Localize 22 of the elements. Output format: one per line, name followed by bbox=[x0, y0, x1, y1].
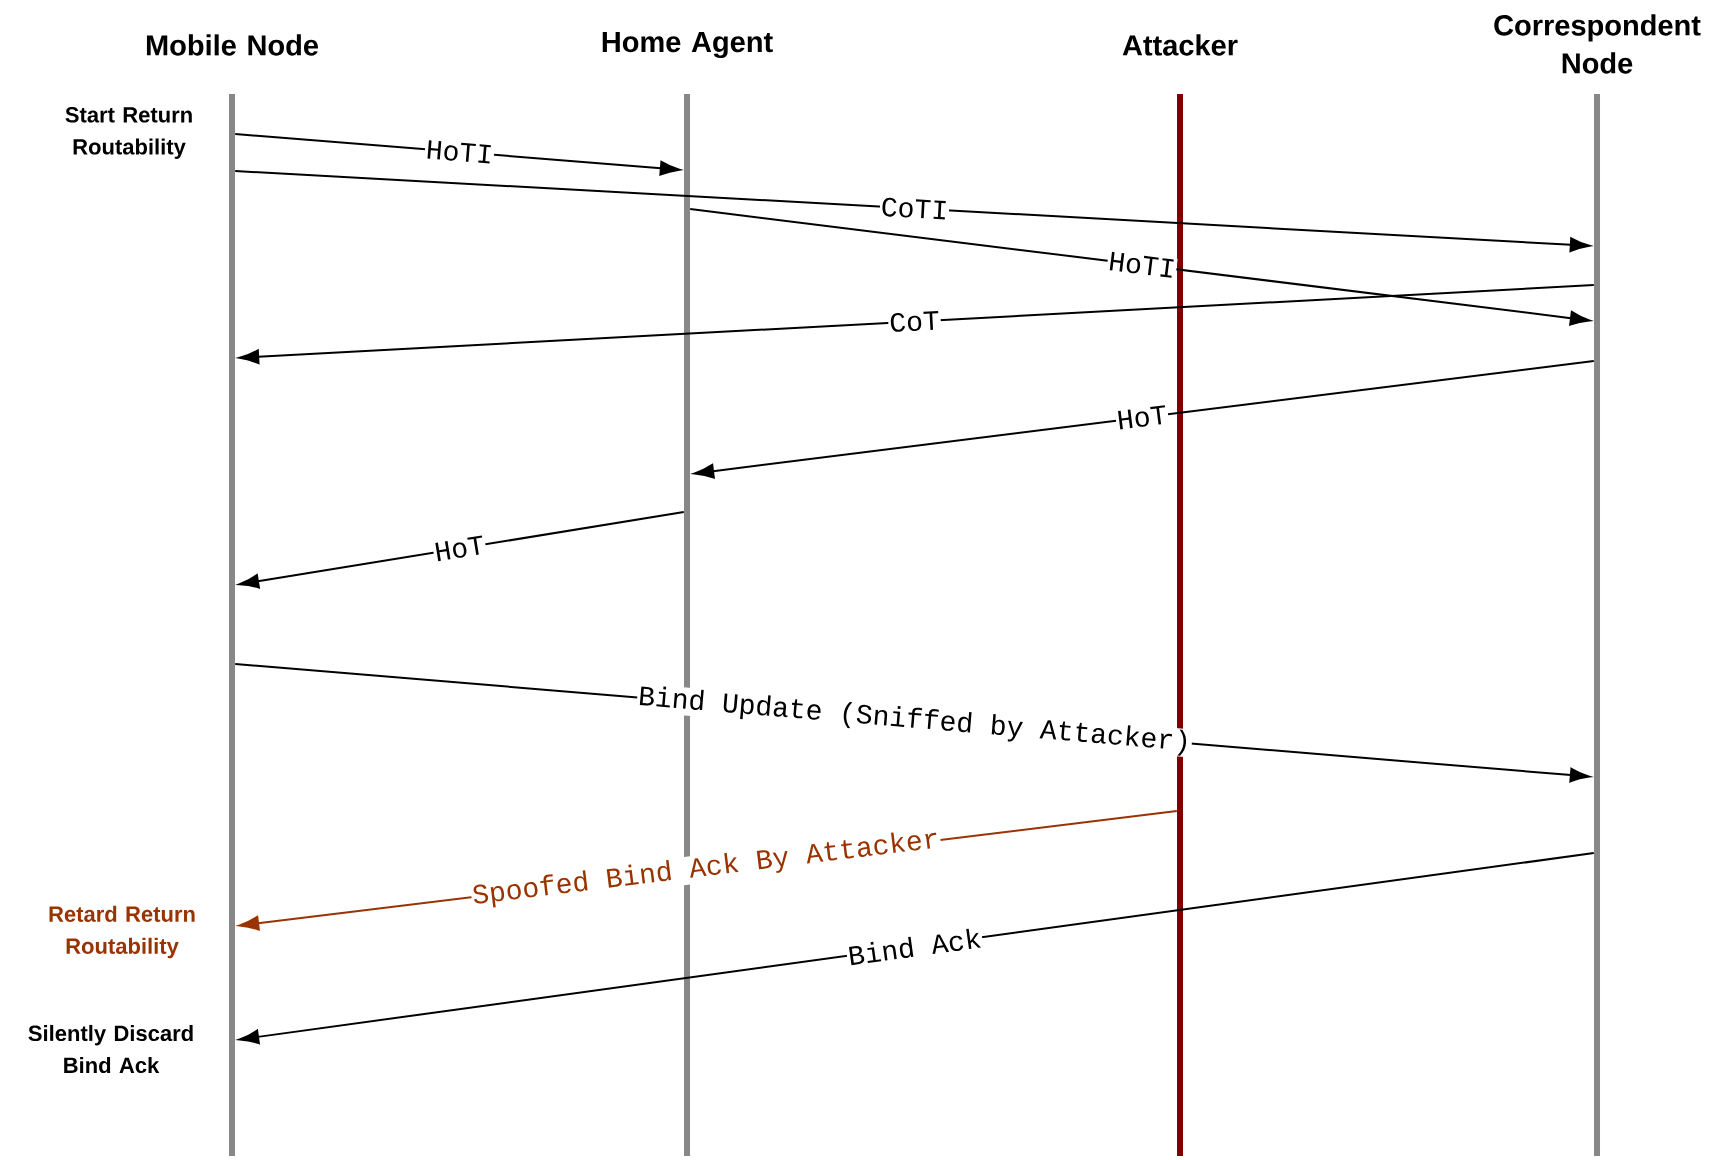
edge-label: HoT bbox=[1114, 404, 1170, 432]
edge-label: HoT bbox=[432, 534, 488, 563]
message-arrow bbox=[234, 170, 1591, 253]
edge-label: Bind Update (Sniffed by Attacker) bbox=[636, 683, 1193, 758]
message-arrow bbox=[689, 208, 1591, 326]
message-arrow bbox=[238, 511, 685, 589]
side-note: Retard Return Routability bbox=[49, 905, 195, 959]
edge-label: CoTI bbox=[879, 196, 950, 221]
message-arrow bbox=[238, 852, 1595, 1045]
side-note: Silently Discard Bind Ack bbox=[28, 1024, 193, 1074]
message-arrow bbox=[238, 284, 1595, 365]
edge-label: Spoofed Bind Ack By Attacker bbox=[469, 825, 943, 912]
edge-label: HoTI bbox=[1106, 250, 1178, 280]
participant-label: Home Agent bbox=[602, 31, 773, 59]
edge-label: CoT bbox=[887, 309, 942, 334]
edge-label: HoTI bbox=[424, 138, 495, 166]
message-arrow bbox=[693, 360, 1595, 479]
participant-label: Correspondent Node bbox=[1494, 14, 1701, 74]
side-note: Start Return Routability bbox=[65, 107, 192, 159]
participant-label: Mobile Node bbox=[146, 34, 318, 56]
participant-label: Attacker bbox=[1122, 34, 1238, 56]
edge-label: Bind Ack bbox=[845, 926, 984, 968]
